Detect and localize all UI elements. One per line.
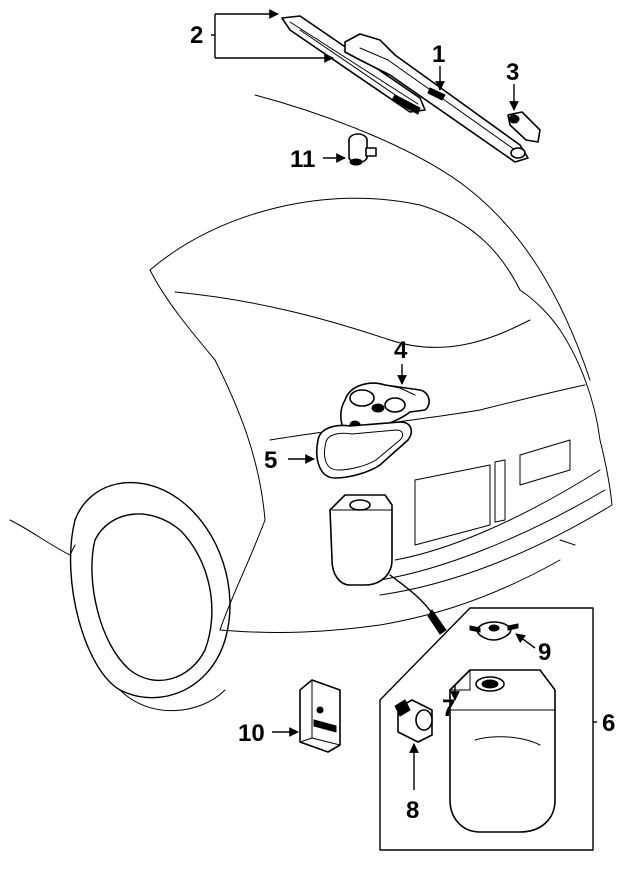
callout-8: 8 [406,797,419,824]
callout-3: 3 [506,59,519,86]
callout-4: 4 [394,337,408,364]
callout-labels: 1 2 3 4 5 6 7 8 9 10 11 [190,22,615,824]
washer-reservoir-part [449,669,556,833]
vehicle-body-outline [9,94,613,633]
rear-wheel [69,481,231,712]
leader-lines [211,9,597,790]
motor-gasket-part [316,421,413,479]
callout-10: 10 [238,720,265,747]
wiper-arm-part [344,33,529,163]
reservoir-cap-part [469,621,519,641]
arm-cap-part [507,111,541,143]
reservoir-assembly-box [379,607,594,851]
installed-reservoir [329,494,447,635]
washer-nozzle-part [348,133,377,166]
callout-6: 6 [602,710,615,737]
wiper-motor-part [340,382,430,442]
wiper-blade-part [281,15,426,115]
callout-5: 5 [264,447,277,474]
callout-11: 11 [290,146,315,173]
callout-9: 9 [538,639,551,666]
callout-7: 7 [442,695,455,722]
washer-pump-part [394,699,433,743]
callout-2: 2 [190,22,203,49]
reservoir-bracket-part [299,679,341,753]
callout-1: 1 [432,41,445,68]
